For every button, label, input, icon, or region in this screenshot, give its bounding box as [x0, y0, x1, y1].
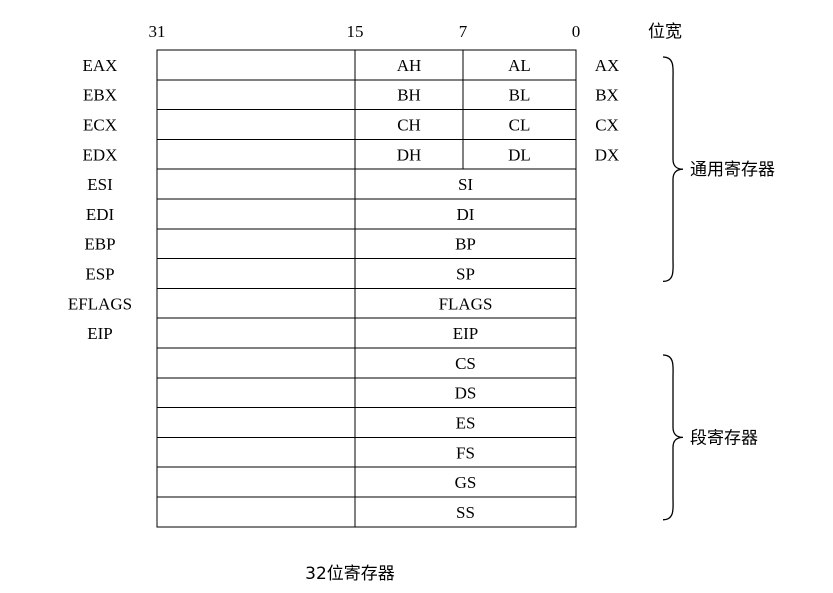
sub-reg-ss: SS [456, 503, 475, 522]
low-byte-bl: BL [509, 86, 531, 105]
sub-reg-fs: FS [456, 443, 475, 462]
sub-reg-ds: DS [455, 384, 477, 403]
register-name-eflags: EFLAGS [68, 294, 132, 313]
register-name-ebx: EBX [83, 86, 117, 105]
register-name-eax: EAX [83, 56, 118, 75]
register-name-ebp: EBP [84, 235, 115, 254]
register-name-esp: ESP [85, 265, 114, 284]
high-byte-ch: CH [397, 116, 421, 135]
register-name-edi: EDI [86, 205, 115, 224]
sub-reg-eip: EIP [453, 324, 479, 343]
sub-reg-es: ES [456, 414, 476, 433]
bit-mark-0: 0 [572, 22, 581, 41]
word-reg-ax: AX [595, 56, 620, 75]
sub-reg-sp: SP [456, 265, 475, 284]
low-byte-al: AL [508, 56, 531, 75]
sub-reg-si: SI [458, 175, 473, 194]
register-name-eip: EIP [87, 324, 113, 343]
register-name-ecx: ECX [83, 116, 117, 135]
sub-reg-cs: CS [455, 354, 476, 373]
sub-reg-di: DI [457, 205, 475, 224]
sub-reg-gs: GS [455, 473, 477, 492]
width-label: 位宽 [648, 22, 682, 42]
word-reg-cx: CX [595, 116, 619, 135]
group-brace-1 [662, 354, 684, 521]
group-label-0: 通用寄存器 [690, 160, 775, 180]
high-byte-dh: DH [397, 145, 422, 164]
register-table: AH AL BH BL CH CL DH DL SI DI BP SP FLAGS EIP CS DS ES FS… [156, 49, 577, 528]
register-name-edx: EDX [83, 145, 118, 164]
sub-reg-flags: FLAGS [439, 294, 493, 313]
bit-mark-15: 15 [347, 22, 364, 41]
footer-label: 32位寄存器 [305, 564, 395, 584]
high-byte-ah: AH [397, 56, 422, 75]
word-reg-bx: BX [595, 86, 619, 105]
low-byte-cl: CL [509, 116, 531, 135]
word-reg-dx: DX [595, 145, 620, 164]
bit-mark-7: 7 [459, 22, 468, 41]
high-byte-bh: BH [397, 86, 421, 105]
group-label-1: 段寄存器 [690, 428, 758, 448]
bit-mark-31: 31 [149, 22, 166, 41]
low-byte-dl: DL [508, 145, 531, 164]
bit-header: 31 15 7 0 位宽 [149, 22, 683, 42]
group-brace-0 [662, 56, 684, 283]
register-name-esi: ESI [87, 175, 113, 194]
register-names: EAX AX EBX BX ECX CX EDX DX ESI EDI EBP ESP EFLAGS EI… [68, 56, 619, 343]
sub-reg-bp: BP [455, 235, 476, 254]
